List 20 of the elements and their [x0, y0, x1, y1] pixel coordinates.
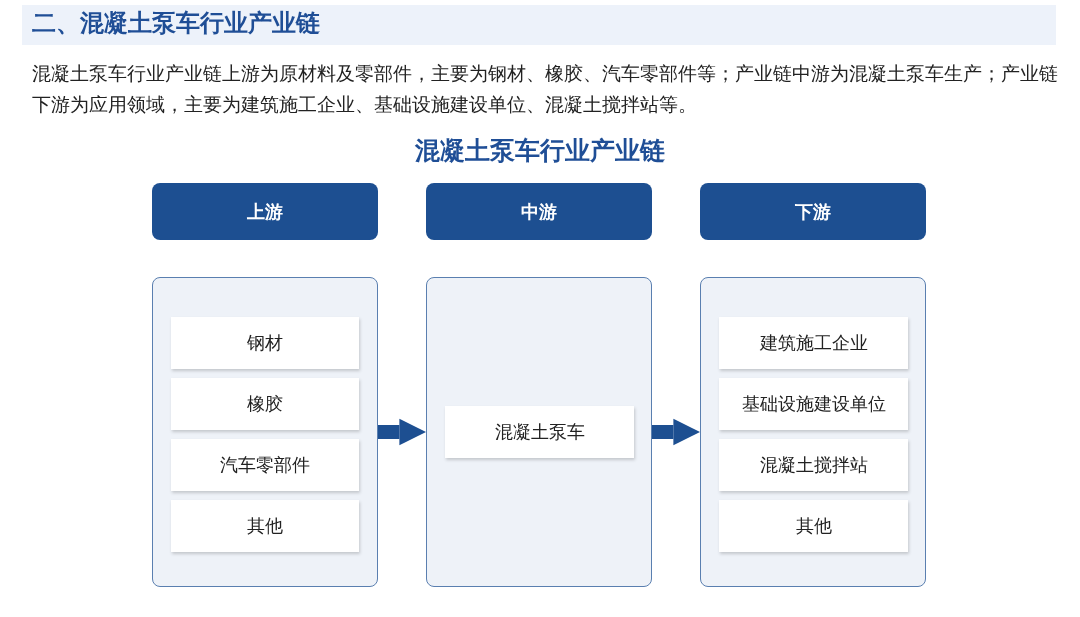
- item-box: 橡胶: [171, 378, 359, 430]
- stage-header: 上游: [152, 183, 378, 240]
- item-box: 其他: [171, 500, 359, 552]
- item-box: 建筑施工企业: [719, 317, 908, 369]
- flow-arrow: [652, 418, 700, 446]
- description-paragraph: 混凝土泵车行业产业链上游为原材料及零部件，主要为钢材、橡胶、汽车零部件等；产业链中游为混凝土泵车生产；产业链下游为应用领域，主要为建筑施工企业、基础设施建设单位、混凝土搅拌站等。: [32, 61, 1059, 118]
- item-box: 混凝土泵车: [445, 406, 634, 458]
- item-box: 汽车零部件: [171, 439, 359, 491]
- stage-header: 中游: [426, 183, 652, 240]
- item-box: 钢材: [171, 317, 359, 369]
- chart-title: 混凝土泵车行业产业链: [414, 135, 666, 167]
- page-title: 二、混凝土泵车行业产业链: [32, 8, 320, 39]
- item-box: 基础设施建设单位: [719, 378, 908, 430]
- stage-header: 下游: [700, 183, 926, 240]
- flow-arrow: [378, 418, 426, 446]
- stage-panel: [152, 277, 378, 587]
- stage-panel: [426, 277, 652, 587]
- item-box: 混凝土搅拌站: [719, 439, 908, 491]
- item-box: 其他: [719, 500, 908, 552]
- stage-panel: [700, 277, 926, 587]
